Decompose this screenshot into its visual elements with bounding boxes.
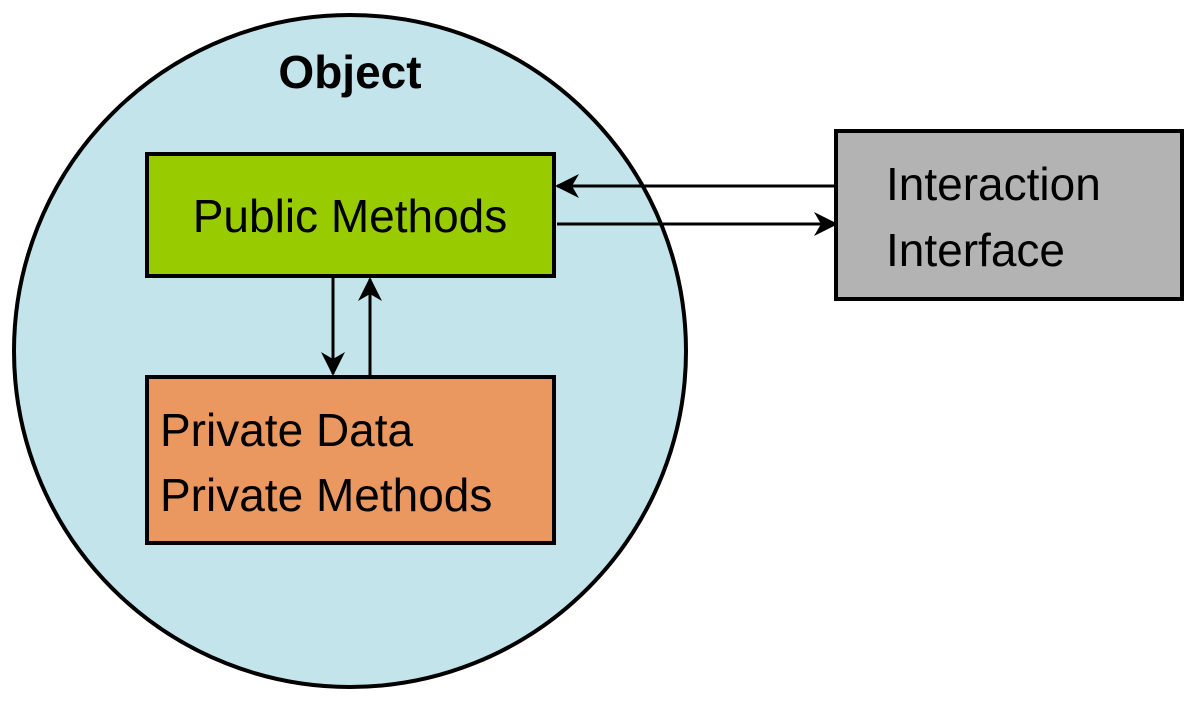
public-methods-label: Public Methods xyxy=(193,190,508,242)
public-methods-box xyxy=(145,152,556,278)
interaction-interface-box xyxy=(834,129,1184,301)
interaction-label: Interaction xyxy=(886,158,1101,210)
private-box xyxy=(145,375,556,545)
private-methods-label: Private Methods xyxy=(160,469,492,521)
object-title: Object xyxy=(278,46,421,98)
private-data-label: Private Data xyxy=(160,404,414,456)
interface-label: Interface xyxy=(886,224,1065,276)
object-circle xyxy=(12,13,688,689)
